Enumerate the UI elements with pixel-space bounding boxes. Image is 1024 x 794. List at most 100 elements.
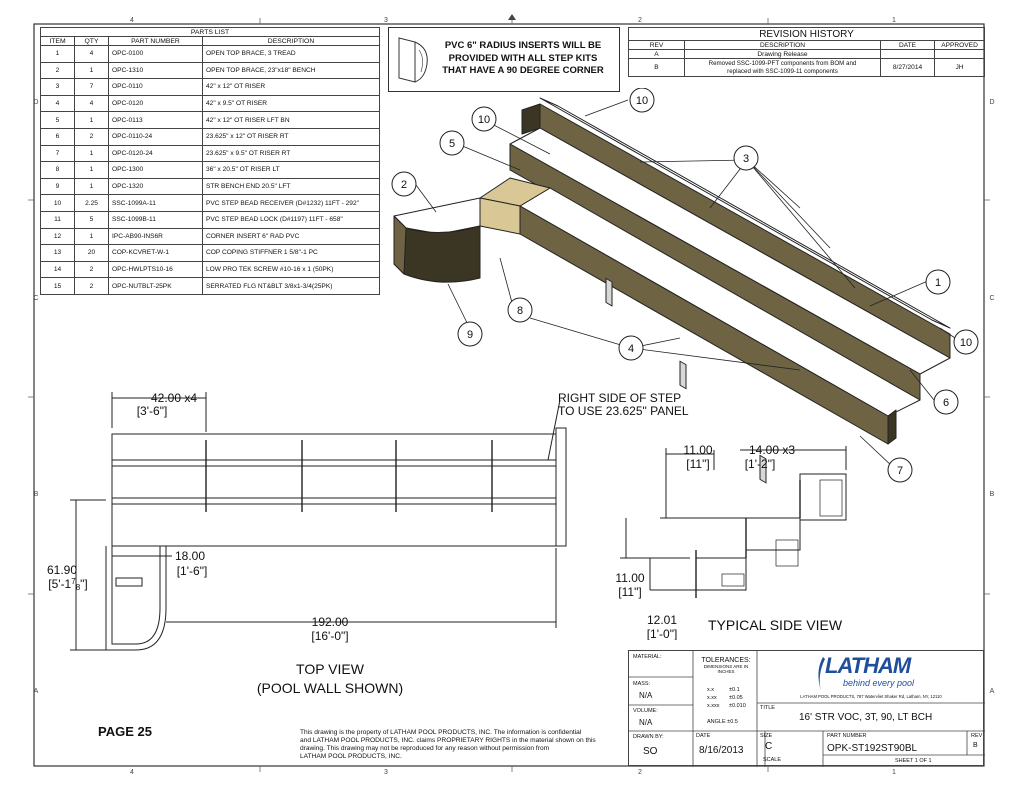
zone-bottom-3: 3 xyxy=(384,769,388,776)
revision-history-table: REVISION HISTORY REV DESCRIPTION DATE AP… xyxy=(627,27,986,77)
parts-cell-part: OPC-0120 xyxy=(108,94,203,113)
side-top-tier xyxy=(799,473,847,521)
svg-text:6: 6 xyxy=(943,397,949,409)
proprietary-line-4: LATHAM POOL PRODUCTS, INC. xyxy=(300,753,402,760)
right-side-note-line-1: RIGHT SIDE OF STEP xyxy=(558,391,682,405)
side-dim-tread-ft: [1'-2"] xyxy=(745,457,776,471)
tol-row: x.x±0.1 xyxy=(707,687,740,693)
top-view-bench xyxy=(111,546,161,645)
date-label: DATE xyxy=(696,733,711,739)
rev-header-desc: DESCRIPTION xyxy=(684,40,881,50)
tol-angle: ANGLE ±0.5 xyxy=(707,719,738,725)
svg-text:1: 1 xyxy=(935,277,941,289)
latham-tagline: behind every pool xyxy=(843,678,915,688)
proprietary-line-2: and LATHAM POOL PRODUCTS, INC. claims PR… xyxy=(300,737,596,744)
latham-address: LATHAM POOL PRODUCTS, 787 Watervliet Sha… xyxy=(800,694,942,699)
balloon-6: 6 xyxy=(933,389,959,415)
rev-value: B xyxy=(973,742,978,749)
parts-cell-desc: COP COPING STIFFNER 1 5/8"-1 PC xyxy=(201,244,381,262)
svg-text:10: 10 xyxy=(478,114,490,126)
drawn-by-value: SO xyxy=(643,746,658,757)
tol-row: x.xx±0.05 xyxy=(707,695,743,701)
svg-text:3: 3 xyxy=(743,153,749,165)
date-value: 8/16/2013 xyxy=(699,745,744,756)
parts-cell-item: 11 xyxy=(40,210,75,229)
parts-cell-desc: CORNER INSERT 6" RAD PVC xyxy=(201,227,381,246)
parts-cell-qty: 1 xyxy=(74,177,109,196)
parts-cell-desc: PVC STEP BEAD LOCK (D#1197) 11FT - 658" xyxy=(201,210,381,229)
dim-bench-ft: [1'-6"] xyxy=(177,564,208,578)
mass-value: N/A xyxy=(639,691,653,700)
parts-cell-qty: 1 xyxy=(74,111,109,129)
proprietary-line-3: drawing. This drawing may not be reprodu… xyxy=(300,745,550,752)
parts-cell-desc: SERRATED FLG NT&BLT 3/8x1-3/4(25PK) xyxy=(201,277,381,295)
scale-label: SCALE xyxy=(763,757,782,763)
parts-cell-part: OPC-1310 xyxy=(108,61,203,80)
zone-bottom-1: 1 xyxy=(892,769,896,776)
rev-row: B Removed SSC-1099-PFT components from B… xyxy=(628,58,986,77)
zone-right-c: C xyxy=(989,295,994,302)
parts-cell-desc: STR BENCH END 20.5" LFT xyxy=(201,177,381,196)
parts-cell-item: 5 xyxy=(40,111,75,129)
balloon-2: 2 xyxy=(391,171,417,197)
tolerances-sub-1: DIMENSIONS ARE IN xyxy=(703,664,749,669)
svg-text:7: 7 xyxy=(897,465,903,477)
sheet-label: SHEET 1 OF 1 xyxy=(895,758,932,764)
side-dim-bottom: 12.01 xyxy=(647,613,677,627)
parts-cell-desc: LOW PRO TEK SCREW #10-16 x 1 (50PK) xyxy=(201,260,381,279)
parts-cell-qty: 20 xyxy=(74,244,109,262)
side-dim-bottom-ft: [1'-0"] xyxy=(647,627,678,640)
rev-cell-date: 8/27/2014 xyxy=(880,58,935,77)
parts-cell-desc: 23.625" x 12" OT RISER RT xyxy=(201,127,381,146)
parts-cell-part: COP-KCVRET-W-1 xyxy=(108,244,203,262)
parts-cell-item: 7 xyxy=(40,144,75,163)
title-block-grid xyxy=(629,651,985,767)
latham-wave-icon xyxy=(818,657,825,691)
side-dim-rise: 11.00 xyxy=(615,571,644,585)
parts-cell-qty: 1 xyxy=(74,61,109,80)
proprietary-notice: This drawing is the property of LATHAM P… xyxy=(300,729,626,761)
drawing-title: 16' STR VOC, 3T, 90, LT BCH xyxy=(799,712,933,723)
dim-length-ft: [16'-0"] xyxy=(311,629,348,643)
parts-cell-qty: 1 xyxy=(74,144,109,163)
balloon-9: 9 xyxy=(457,321,483,347)
side-dim-top: 11.00 xyxy=(683,443,712,457)
parts-cell-item: 8 xyxy=(40,161,75,179)
svg-text:4: 4 xyxy=(628,343,634,355)
parts-cell-part: OPC-0120-24 xyxy=(108,144,203,163)
parts-cell-part: IPC-AB90-INS6R xyxy=(108,227,203,246)
volume-label: VOLUME: xyxy=(633,708,658,714)
dim-bench: 18.00 xyxy=(175,549,205,563)
border-rect xyxy=(33,23,985,767)
parts-cell-qty: 2.25 xyxy=(74,194,109,212)
rev-desc-line-1: Removed SSC-1099-PFT components from BOM… xyxy=(708,59,857,67)
drawn-by-label: DRAWN BY: xyxy=(633,734,664,740)
zone-top-1: 1 xyxy=(892,17,896,24)
iso-radius-corner xyxy=(393,215,481,283)
parts-cell-desc: PVC STEP BEAD RECEIVER (D#1232) 11FT - 2… xyxy=(201,194,381,212)
parts-cell-qty: 2 xyxy=(74,127,109,146)
balloon-1: 1 xyxy=(925,269,951,295)
parts-list-table: PARTS LIST ITEM QTY PART NUMBER DESCRIPT… xyxy=(39,27,381,295)
note-line-2: PROVIDED WITH ALL STEP KITS xyxy=(448,52,598,64)
right-side-note: RIGHT SIDE OF STEP TO USE 23.625" PANEL xyxy=(558,392,689,418)
svg-text:10: 10 xyxy=(960,337,972,349)
side-view: 11.00 [11"] 14.00 x3 [1'-2"] 11.00 [11"]… xyxy=(615,443,847,640)
parts-list-title: PARTS LIST xyxy=(39,27,381,37)
parts-cell-part: OPC-0100 xyxy=(108,45,203,63)
zone-left-c: C xyxy=(33,295,38,302)
side-dim-rise-ft: [11"] xyxy=(618,585,641,599)
right-side-note-line-2: TO USE 23.625" PANEL xyxy=(558,404,689,418)
zone-bottom-4: 4 xyxy=(130,769,134,776)
parts-cell-desc: OPEN TOP BRACE, 23"x18" BENCH xyxy=(201,61,381,80)
parts-header-item: ITEM xyxy=(40,36,75,46)
